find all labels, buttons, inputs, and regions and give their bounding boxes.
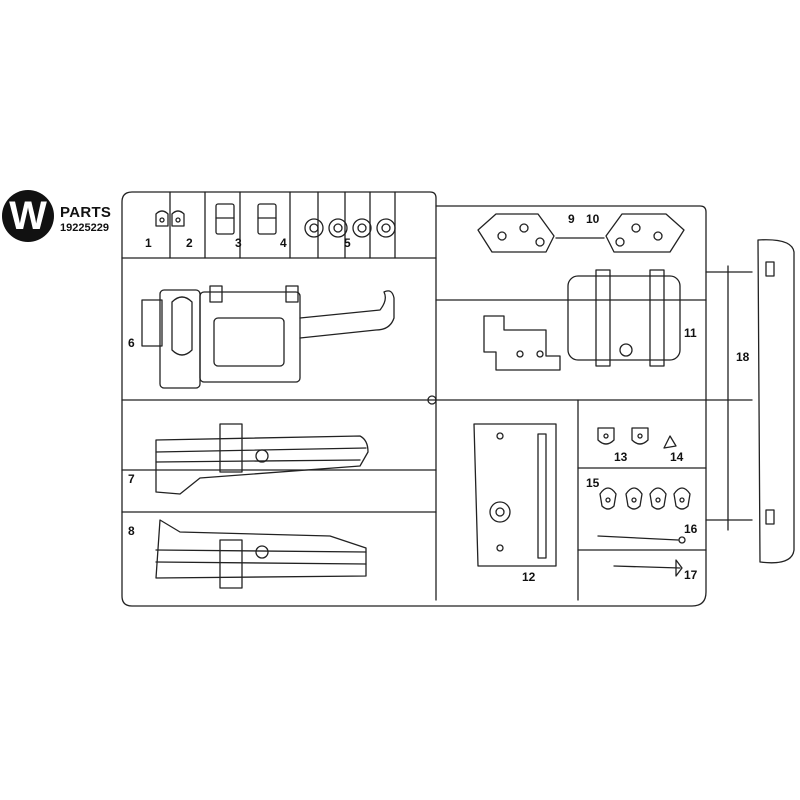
part-8 (155, 519, 367, 589)
part-13-14 (597, 427, 677, 449)
part-5-rings (304, 218, 396, 238)
part-number-3: 3 (235, 236, 242, 250)
part-number-9: 9 (568, 212, 575, 226)
sprue-frame (121, 191, 753, 607)
part-11 (483, 269, 681, 371)
part-number-14: 14 (670, 450, 684, 464)
part-number-2: 2 (186, 236, 193, 250)
part-number-8: 8 (128, 524, 135, 538)
parts-title: PARTS (60, 204, 112, 221)
part-number-17: 17 (684, 568, 698, 582)
part-code: 19225229 (60, 222, 109, 234)
part-3-4 (215, 203, 277, 235)
part-number-10: 10 (586, 212, 600, 226)
part-number-6: 6 (128, 336, 135, 350)
part-number-1: 1 (145, 236, 152, 250)
part-18 (757, 239, 795, 564)
part-number-13: 13 (614, 450, 628, 464)
part-6 (141, 285, 395, 389)
part-number-12: 12 (522, 570, 536, 584)
part-number-4: 4 (280, 236, 287, 250)
part-7 (155, 423, 369, 495)
part-15 (599, 487, 691, 510)
part-number-16: 16 (684, 522, 698, 536)
w-logo: W (2, 190, 54, 242)
part-9-10 (477, 213, 685, 253)
part-number-11: 11 (684, 326, 697, 340)
part-number-7: 7 (128, 472, 135, 486)
part-number-15: 15 (586, 476, 600, 490)
part-16-17 (597, 535, 686, 577)
part-12 (473, 423, 557, 567)
part-1-2 (155, 210, 185, 227)
part-number-5: 5 (344, 236, 351, 250)
part-number-18: 18 (736, 350, 750, 364)
